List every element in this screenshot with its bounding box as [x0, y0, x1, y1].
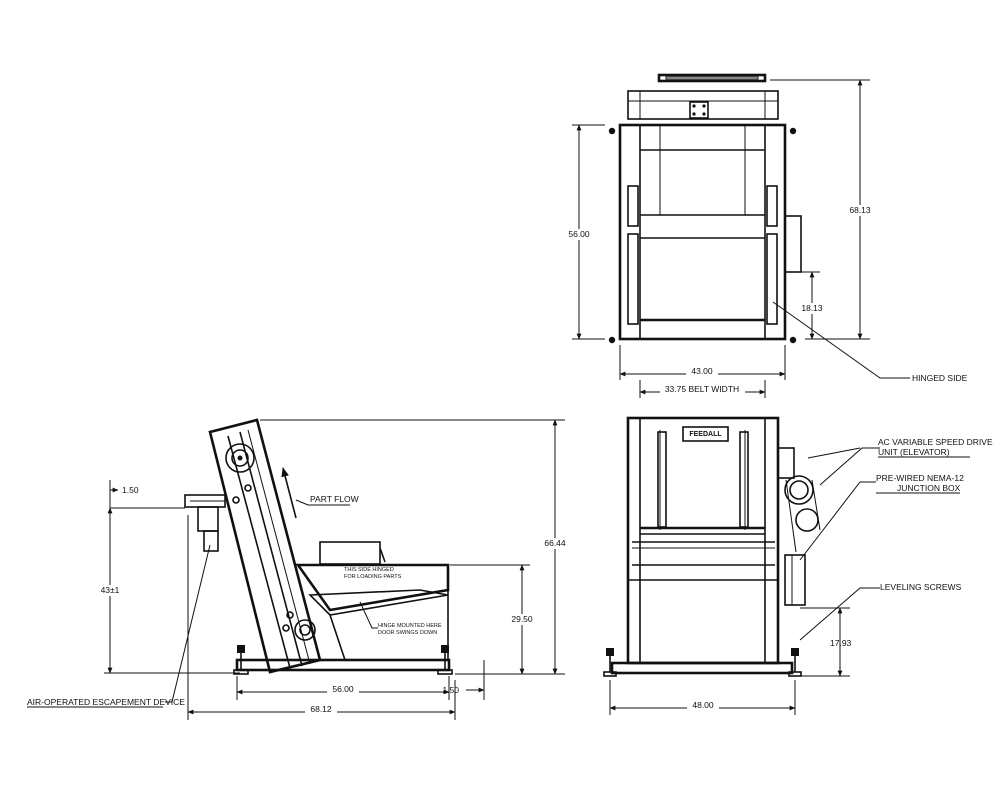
dim-base-length: 56.00 [332, 684, 354, 694]
dim-base-offset: 1.50 [442, 685, 459, 695]
dim-escapement-height: 43±1 [101, 585, 120, 595]
label-drive-line1: AC VARIABLE SPEED DRIVE [878, 437, 993, 447]
label-junction-line1: PRE-WIRED NEMA-12 [876, 473, 964, 483]
junction-box [784, 554, 806, 606]
side-motor [784, 215, 802, 273]
dim-end-overall-height: 68.13 [849, 205, 871, 215]
dim-belt-width: 33.75 BELT WIDTH [665, 384, 739, 394]
label-escapement: AIR-OPERATED ESCAPEMENT DEVICE [27, 697, 185, 707]
lower-sprocket [294, 619, 316, 641]
dim-end-height: 56.00 [568, 229, 590, 239]
side-base [235, 658, 451, 672]
brand-name: FEEDALL [689, 431, 722, 438]
upper-housing [627, 90, 779, 120]
main-frame [618, 123, 787, 341]
front-frame [626, 416, 780, 665]
label-junction-line2: JUNCTION BOX [897, 483, 961, 493]
front-view: FEEDALL AC VARIABLE SPEED DRIVE UNIT (EL… [603, 416, 993, 715]
drive-motor [784, 475, 814, 505]
dim-end-width: 43.00 [691, 366, 713, 376]
dim-leveling-height: 17.93 [830, 638, 852, 648]
dim-side-overall-height: 66.44 [544, 538, 566, 548]
dim-top-offset: 1.50 [122, 485, 139, 495]
drive-box [689, 101, 709, 119]
label-part-flow: PART FLOW [310, 494, 359, 504]
label-hinged-loading-line2: FOR LOADING PARTS [344, 574, 402, 580]
front-base [610, 661, 794, 675]
label-hinge-line2: DOOR SWINGS DOWN [378, 630, 437, 636]
label-drive-line2: UNIT (ELEVATOR) [878, 447, 950, 457]
dim-hopper-height: 29.50 [511, 614, 533, 624]
dim-front-width: 48.00 [692, 700, 714, 710]
label-hinged-side: HINGED SIDE [912, 373, 968, 383]
side-view: PART FLOW THIS SIDE HINGED FOR LOADING P… [27, 418, 570, 720]
label-hinge-line1: HINGE MOUNTED HERE [378, 623, 442, 629]
top-end-view: 56.00 68.13 18.13 43.00 33.75 BELT WIDTH… [565, 73, 968, 398]
label-hinged-loading-line1: THIS SIDE HINGED [344, 567, 394, 573]
brand-plate [682, 426, 729, 442]
dim-motor-height: 18.13 [801, 303, 823, 313]
top-cover-plate [657, 73, 767, 83]
hopper-cover [319, 541, 381, 565]
dim-side-overall-length: 68.12 [310, 704, 332, 714]
label-leveling-screws: LEVELING SCREWS [880, 582, 962, 592]
upper-sprocket [225, 443, 255, 473]
